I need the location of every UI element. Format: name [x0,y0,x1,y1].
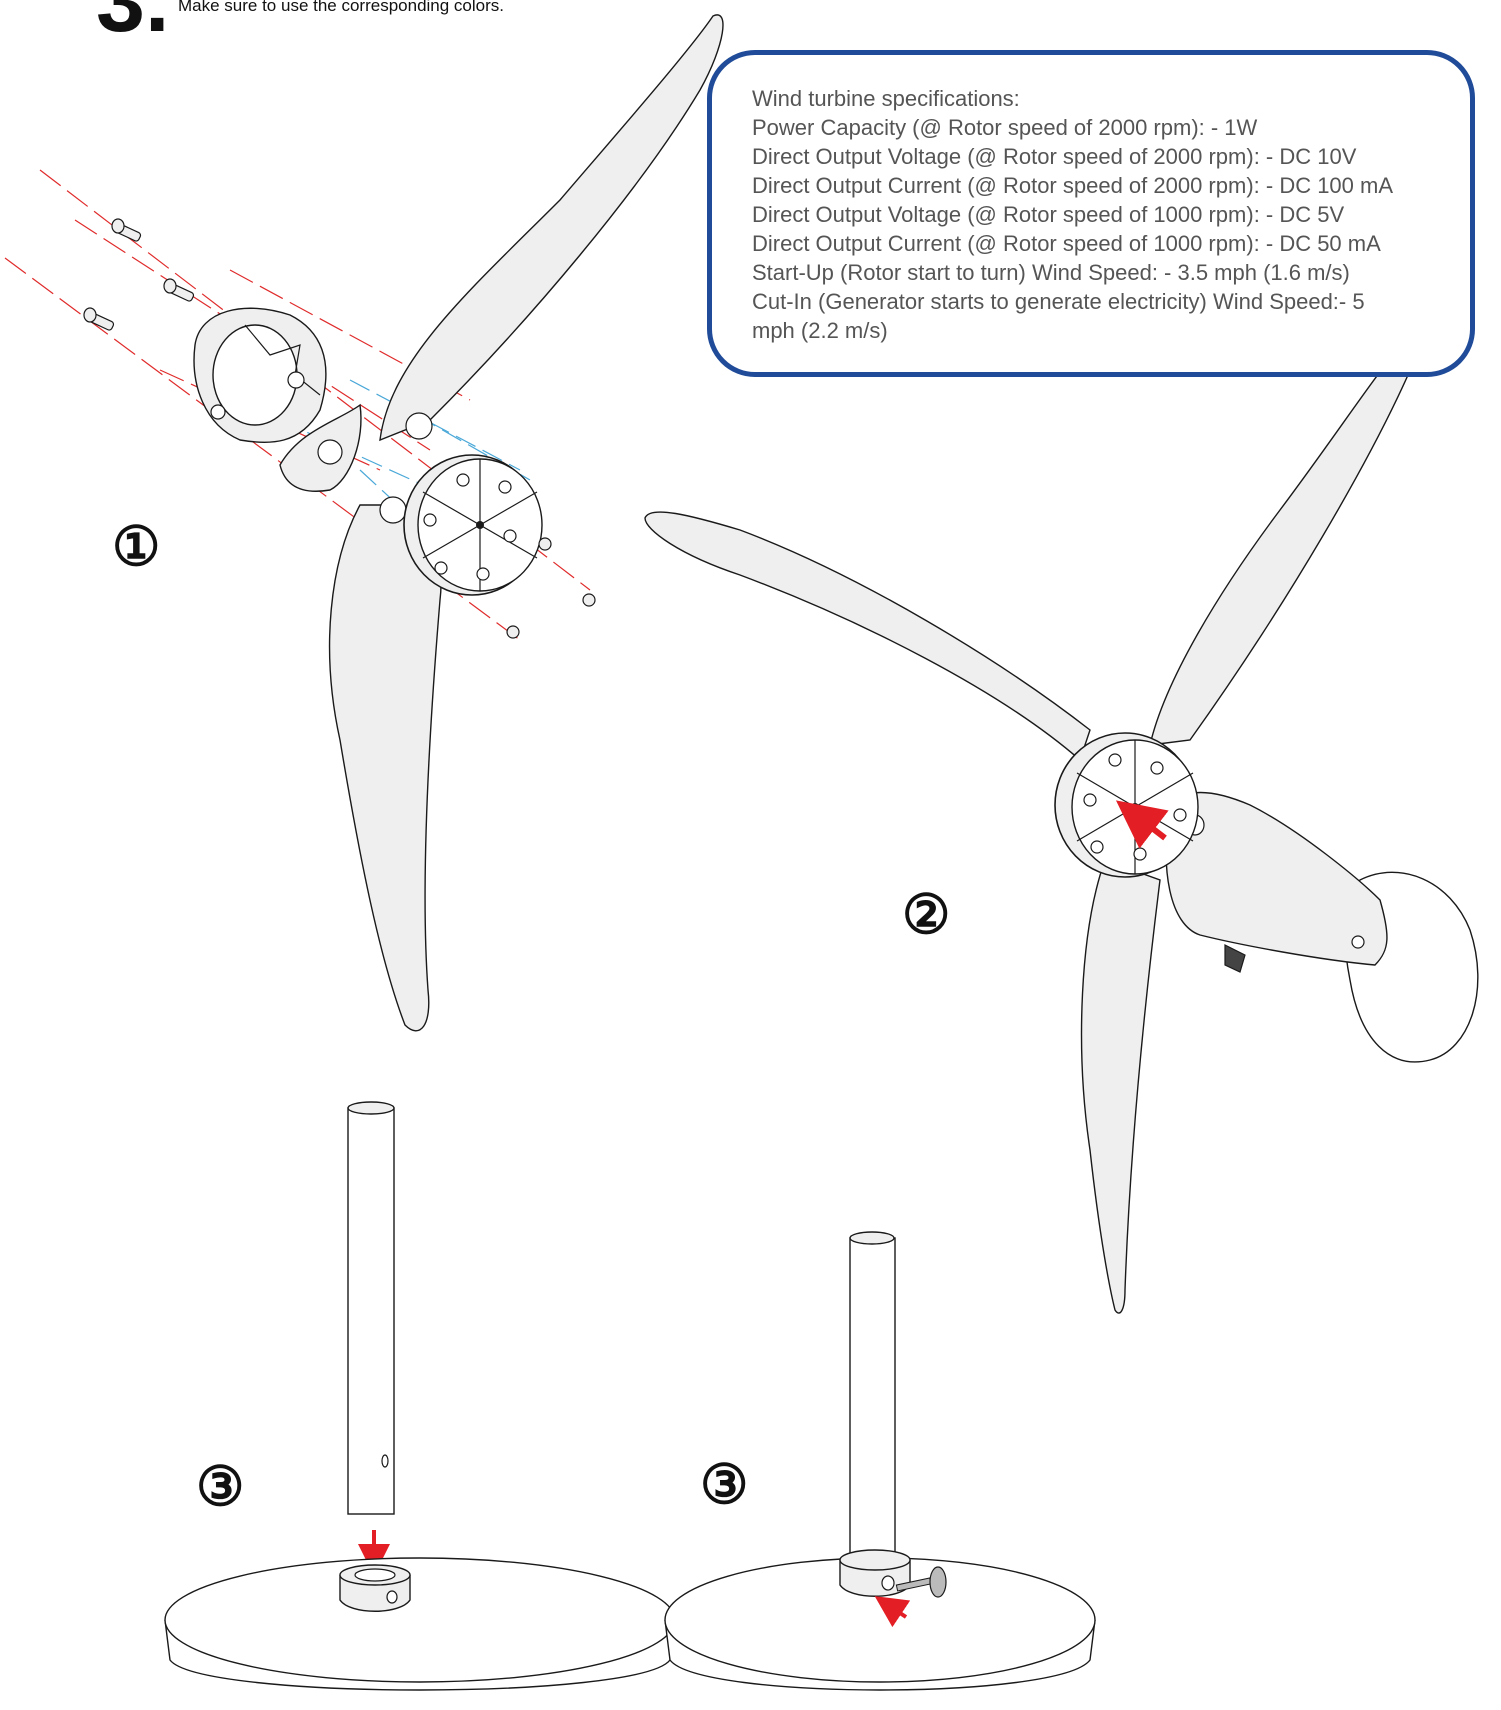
spec-line: Direct Output Current (@ Rotor speed of … [752,173,1394,198]
specifications-title: Wind turbine specifications: [752,86,1020,111]
step-2-label: ② [902,885,951,945]
step3-base-left [164,1557,676,1691]
left-blade [644,511,1091,762]
thumb-screw [1224,944,1246,973]
blade-hole [379,496,407,524]
upper-blade [379,14,724,442]
upper-right-blade [1149,336,1417,746]
screw-arrow [874,1596,911,1628]
spec-line: Power Capacity (@ Rotor speed of 2000 rp… [752,115,1258,140]
hub-step2 [1054,732,1199,878]
specifications-text: Wind turbine specifications: Power Capac… [752,84,1452,345]
step-digit: 3. [96,0,170,50]
nuts [506,537,596,639]
step2-assembled-turbine [644,336,1479,1314]
instruction-text: Make sure to use the corresponding color… [178,0,505,15]
screws [83,218,195,331]
blade-hole [405,412,433,440]
spec-line: Direct Output Voltage (@ Rotor speed of … [752,144,1357,169]
step3-pole-right [849,1231,896,1569]
spec-line: Direct Output Voltage (@ Rotor speed of … [752,202,1345,227]
specifications-box [707,50,1475,377]
insert-arrow [1115,800,1169,849]
step-1-label: ① [112,517,161,577]
spec-line: Start-Up (Rotor start to turn) Wind Spee… [752,260,1350,285]
lower-blade [1080,859,1161,1314]
hub-step1 [403,454,543,596]
spinner-cone [193,307,327,444]
blade-hole [317,439,343,465]
spec-line: mph (2.2 m/s) [752,318,888,343]
step1-exploded-rotor [4,14,724,1032]
step3-pole-left [347,1101,395,1576]
lower-blade [328,504,442,1032]
thumb-screw-head [929,1566,947,1598]
step-3-label-right: ③ [700,1455,749,1515]
generator-body [1165,791,1388,966]
step-3-label-left: ③ [196,1457,245,1517]
step3-base-right [664,1549,1096,1691]
spec-line: Cut-In (Generator starts to generate ele… [752,289,1365,314]
spec-line: Direct Output Current (@ Rotor speed of … [752,231,1381,256]
screw-hole [1351,935,1365,949]
